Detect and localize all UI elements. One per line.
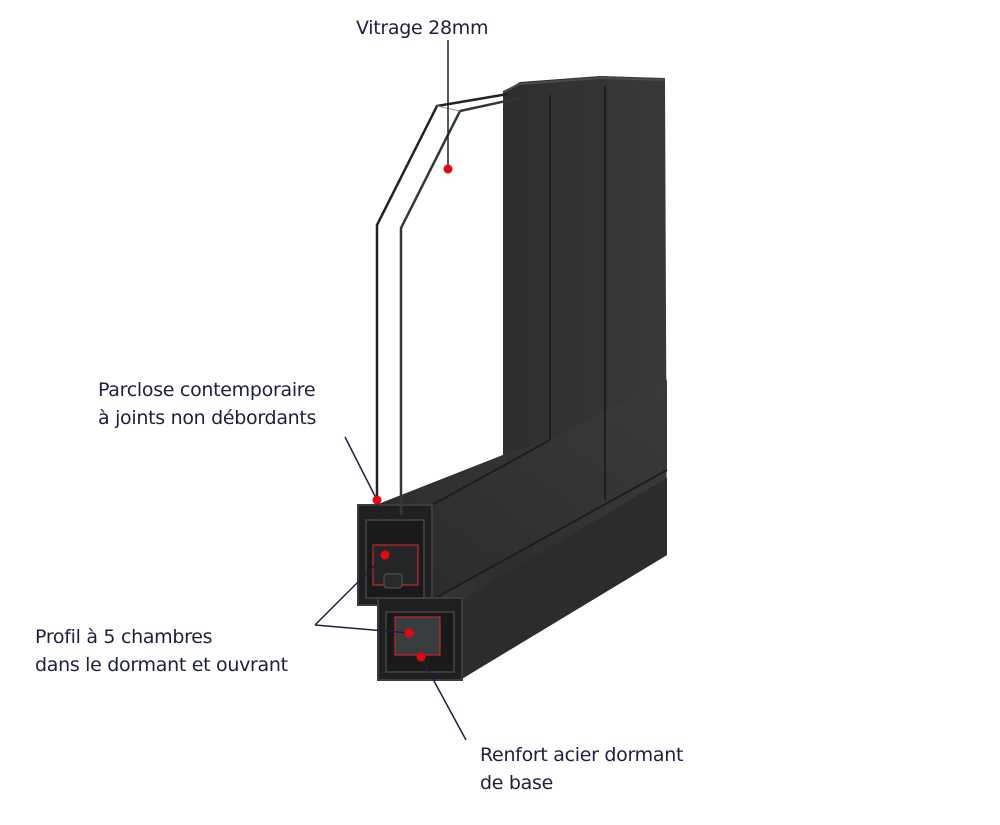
glazing-bead-marker: [372, 495, 382, 505]
frame-steel-reinforcement: [394, 616, 441, 656]
marker-dots: [372, 164, 453, 662]
leader-lines: [314, 40, 467, 741]
profile-cross-section: [357, 504, 463, 681]
glazing-marker: [443, 164, 453, 174]
label-glazing-bead-line2: à joints non débordants: [98, 407, 317, 429]
reinforcement-marker: [416, 652, 426, 662]
label-reinforcement-line2: de base: [480, 772, 553, 794]
label-reinforcement: Renfort acier dormant de base: [480, 741, 683, 797]
label-profile-line1: Profil à 5 chambres: [35, 626, 213, 648]
label-glazing: Vitrage 28mm: [356, 17, 489, 39]
label-glazing-bead-line1: Parclose contemporaire: [98, 379, 316, 401]
frame-bottom-rail: [460, 478, 667, 680]
label-profile-line2: dans le dormant et ouvrant: [35, 654, 288, 676]
frame-chamber-marker: [404, 628, 414, 638]
label-glazing-bead: Parclose contemporaire à joints non débo…: [98, 376, 316, 432]
label-profile: Profil à 5 chambres dans le dormant et o…: [35, 623, 288, 679]
sash-chamber-marker: [380, 550, 390, 560]
frame-vertical-details: [431, 76, 668, 601]
label-reinforcement-line1: Renfort acier dormant: [480, 744, 684, 766]
sash-bottom-rail: [358, 380, 667, 600]
